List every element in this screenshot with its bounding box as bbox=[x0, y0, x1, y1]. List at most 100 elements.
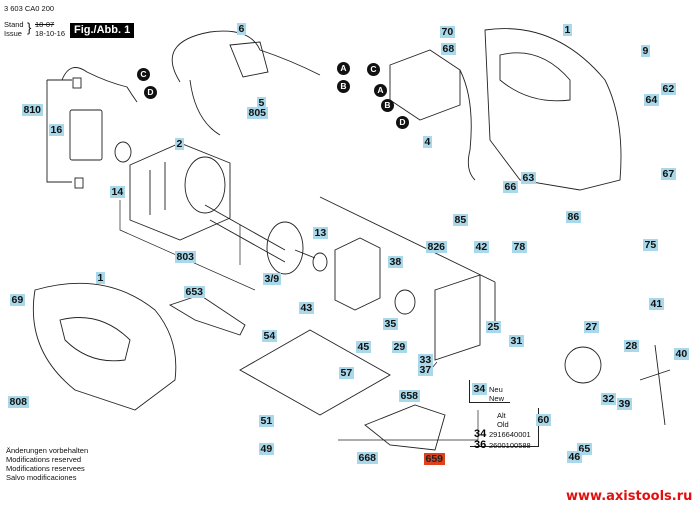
switch-drawing bbox=[389, 49, 476, 181]
gear-housing-drawing bbox=[319, 196, 496, 361]
callout-37[interactable]: 37 bbox=[418, 364, 433, 376]
callout-64[interactable]: 64 bbox=[644, 94, 659, 106]
callout-67[interactable]: 67 bbox=[661, 168, 676, 180]
old-row-part: 2600100588 bbox=[489, 441, 531, 450]
callout-3-9[interactable]: 3/9 bbox=[263, 273, 281, 285]
note-line: Änderungen vorbehalten bbox=[6, 446, 89, 455]
callout-658[interactable]: 658 bbox=[399, 390, 420, 402]
callout-810[interactable]: 810 bbox=[22, 104, 43, 116]
callout-34-new[interactable]: 34 bbox=[472, 383, 487, 395]
leader-lines bbox=[119, 200, 479, 441]
callout-826[interactable]: 826 bbox=[426, 241, 447, 253]
callout-653[interactable]: 653 bbox=[184, 286, 205, 298]
callout-6[interactable]: 6 bbox=[237, 23, 246, 35]
bearing-14-drawing bbox=[114, 141, 132, 163]
callout-659-highlighted[interactable]: 659 bbox=[424, 453, 445, 465]
callout-78[interactable]: 78 bbox=[512, 241, 527, 253]
part-number: 3 603 CA0 200 bbox=[4, 4, 55, 13]
lever-653-drawing bbox=[168, 294, 246, 336]
callout-14[interactable]: 14 bbox=[110, 186, 125, 198]
callout-43[interactable]: 43 bbox=[299, 302, 314, 314]
callout-69[interactable]: 69 bbox=[10, 294, 25, 306]
callout-27[interactable]: 27 bbox=[584, 321, 599, 333]
callout-13[interactable]: 13 bbox=[313, 227, 328, 239]
lifting-rod-drawing bbox=[639, 344, 671, 426]
callout-39[interactable]: 39 bbox=[617, 398, 632, 410]
note-line: Modifications reserved bbox=[6, 455, 82, 464]
callout-805[interactable]: 805 bbox=[247, 107, 268, 119]
new-label-en: New bbox=[489, 394, 505, 403]
callout-29[interactable]: 29 bbox=[392, 341, 407, 353]
notes: Änderungen vorbehalten Modifications res… bbox=[6, 446, 88, 482]
callout-42[interactable]: 42 bbox=[474, 241, 489, 253]
callout-46[interactable]: 46 bbox=[567, 451, 582, 463]
callout-57[interactable]: 57 bbox=[339, 367, 354, 379]
connector-a-marker: A bbox=[337, 62, 350, 75]
callout-803[interactable]: 803 bbox=[175, 251, 196, 263]
callout-54[interactable]: 54 bbox=[262, 330, 277, 342]
callout-31[interactable]: 31 bbox=[509, 335, 524, 347]
callout-62[interactable]: 62 bbox=[661, 83, 676, 95]
base-plate-drawing bbox=[239, 329, 391, 416]
connector-b-marker: B bbox=[381, 99, 394, 112]
callout-32[interactable]: 32 bbox=[601, 393, 616, 405]
connector-d-marker: D bbox=[144, 86, 157, 99]
callout-9[interactable]: 9 bbox=[641, 45, 650, 57]
callout-86[interactable]: 86 bbox=[566, 211, 581, 223]
callout-70[interactable]: 70 bbox=[440, 26, 455, 38]
callout-668[interactable]: 668 bbox=[357, 452, 378, 464]
connector-b-marker: B bbox=[337, 80, 350, 93]
old-row-number: 36 bbox=[474, 439, 487, 451]
callout-2[interactable]: 2 bbox=[175, 138, 184, 150]
note-line: Modifications reservees bbox=[6, 464, 85, 473]
watermark: www.axistools.ru bbox=[566, 489, 693, 504]
callout-45[interactable]: 45 bbox=[356, 341, 371, 353]
callout-51[interactable]: 51 bbox=[259, 415, 274, 427]
callout-4[interactable]: 4 bbox=[423, 136, 432, 148]
connector-c-marker: C bbox=[367, 63, 380, 76]
callout-85[interactable]: 85 bbox=[453, 214, 468, 226]
housing-left-drawing bbox=[32, 282, 177, 411]
callout-60[interactable]: 60 bbox=[536, 414, 551, 426]
callout-28[interactable]: 28 bbox=[624, 340, 639, 352]
issue-date: 18-10-16 bbox=[35, 29, 66, 38]
housing-right-drawing bbox=[484, 28, 622, 191]
old-part-box bbox=[470, 408, 539, 447]
gear-27-drawing bbox=[564, 346, 602, 384]
old-row-part: 2916640001 bbox=[489, 430, 531, 439]
old-label-de: Alt bbox=[497, 411, 506, 420]
callout-33[interactable]: 33 bbox=[418, 354, 433, 366]
callout-1-housing[interactable]: 1 bbox=[563, 24, 572, 36]
stand-date: 18-07 bbox=[35, 20, 55, 29]
connector-c-marker: C bbox=[137, 68, 150, 81]
stand-label: Stand bbox=[4, 20, 24, 29]
issue-label: Issue bbox=[4, 29, 22, 38]
callout-63[interactable]: 63 bbox=[521, 172, 536, 184]
callout-68[interactable]: 68 bbox=[441, 43, 456, 55]
guide-659-drawing bbox=[364, 404, 446, 451]
brace: } bbox=[27, 20, 32, 35]
brush-holder-drawing bbox=[46, 67, 138, 189]
callout-49[interactable]: 49 bbox=[259, 443, 274, 455]
callout-808[interactable]: 808 bbox=[8, 396, 29, 408]
callout-66[interactable]: 66 bbox=[503, 181, 518, 193]
bearing-13-drawing bbox=[312, 252, 328, 272]
callout-35[interactable]: 35 bbox=[383, 318, 398, 330]
callout-16[interactable]: 16 bbox=[49, 124, 64, 136]
callout-40[interactable]: 40 bbox=[674, 348, 689, 360]
callout-25[interactable]: 25 bbox=[486, 321, 501, 333]
callout-75[interactable]: 75 bbox=[643, 239, 658, 251]
callout-38[interactable]: 38 bbox=[388, 256, 403, 268]
figure-label: Fig./Abb. 1 bbox=[70, 23, 135, 38]
power-cable-drawing bbox=[171, 30, 321, 136]
callout-5[interactable]: 5 bbox=[257, 97, 266, 109]
old-row-number: 34 bbox=[474, 428, 487, 440]
note-line: Salvo modificaciones bbox=[6, 473, 77, 482]
new-part-box bbox=[469, 380, 510, 403]
callout-41[interactable]: 41 bbox=[649, 298, 664, 310]
callout-1-handle[interactable]: 1 bbox=[96, 272, 105, 284]
old-label-en: Old bbox=[497, 420, 509, 429]
stator-drawing bbox=[129, 142, 231, 241]
new-label-de: Neu bbox=[489, 385, 503, 394]
